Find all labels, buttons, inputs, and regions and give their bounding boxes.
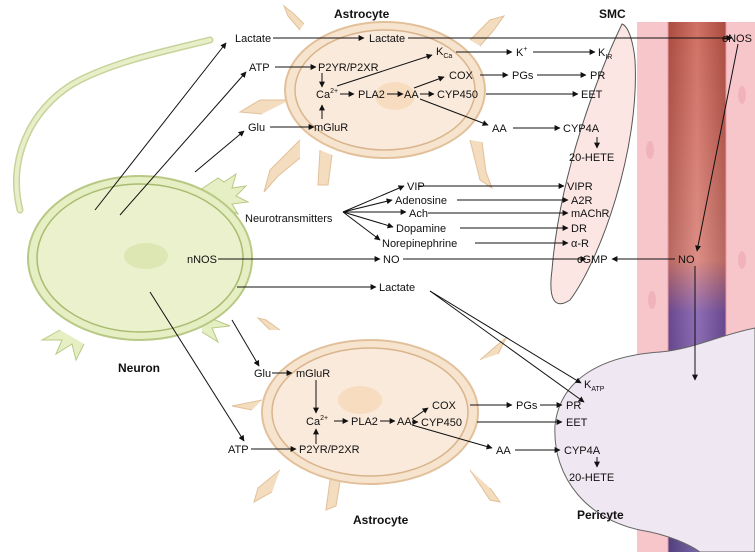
smc-cyp4a-label: CYP4A (563, 123, 600, 135)
astro-bottom-aa-label: AA (397, 416, 412, 428)
smc-pgs-label: PGs (512, 70, 534, 82)
astro-top-mglur-label: mGluR (314, 122, 348, 134)
norepinephrine-label: Norepinephrine (382, 238, 457, 250)
neuron-glu-label: Glu (248, 122, 265, 134)
enos-label: eNOS (722, 33, 752, 45)
neuron-cell (12, 36, 253, 362)
lactate-bottom-label: Lactate (379, 282, 415, 294)
astro-bottom-cyp450-label: CYP450 (421, 417, 462, 429)
smc-vipr-label: VIPR (567, 181, 593, 193)
smc-title: SMC (599, 7, 626, 21)
smc-kir-label: KIR (598, 47, 612, 61)
astro-bottom-p2yr-label: P2YR/P2XR (299, 444, 360, 456)
smc-dr-label: DR (571, 223, 587, 235)
astro-top-lactate-label: Lactate (369, 33, 405, 45)
astro-bottom-pla2-label: PLA2 (351, 416, 378, 428)
pericyte-eet-label: EET (566, 417, 588, 429)
astro-top-ca-label: Ca2+ (316, 88, 338, 101)
vip-label: VIP (407, 181, 425, 193)
astro-bottom-mglur-label: mGluR (296, 368, 330, 380)
neuron-title: Neuron (118, 361, 160, 375)
ach-label: Ach (409, 208, 428, 220)
astro-bottom-ca-label: Ca2+ (306, 415, 328, 428)
astro-bottom-cox-label: COX (432, 400, 457, 412)
pericyte-katp-label: KATP (584, 379, 605, 393)
smc-eet-label: EET (581, 89, 603, 101)
dopamine-label: Dopamine (396, 223, 446, 235)
astro-top-cyp450-label: CYP450 (437, 89, 478, 101)
adenosine-label: Adenosine (395, 195, 447, 207)
smc-hete-label: 20-HETE (569, 152, 614, 164)
pericyte-pgs-label: PGs (516, 400, 538, 412)
pericyte-title: Pericyte (577, 508, 624, 522)
pericyte-cell (554, 327, 755, 552)
nnos-label: nNOS (187, 254, 217, 266)
smc-pr-label: PR (590, 70, 605, 82)
astro-top-aa-out-label: AA (492, 123, 507, 135)
pericyte-hete-label: 20-HETE (569, 472, 614, 484)
smc-kplus-label: K+ (516, 46, 527, 59)
pericyte-pr-label: PR (566, 400, 581, 412)
astrocyte-bottom-title: Astrocyte (353, 513, 409, 527)
smc-cgmp-label: cGMP (577, 254, 608, 266)
neuron-atp-label: ATP (249, 62, 270, 74)
pericyte-cyp4a-label: CYP4A (564, 445, 601, 457)
astro-top-p2yr-label: P2YR/P2XR (318, 62, 379, 74)
smc-machr-label: mAChR (571, 208, 610, 220)
astrocyte-bottom-cell (231, 317, 507, 511)
smc-ar-label: α-R (571, 238, 589, 250)
smc-cell (550, 23, 636, 305)
arrows (94, 35, 739, 468)
astro-top-kca-label: KCa (436, 46, 452, 60)
vessel-no-label: NO (678, 254, 695, 266)
no-label-mid: NO (383, 254, 400, 266)
neurotransmitters-label: Neurotransmitters (245, 213, 333, 225)
neuron-lactate-label: Lactate (235, 33, 271, 45)
neuron-atp-bottom-label: ATP (228, 444, 249, 456)
astro-bottom-aa-out-label: AA (496, 445, 511, 457)
neuron-glu-bottom-label: Glu (254, 368, 271, 380)
astro-top-cox-label: COX (449, 70, 474, 82)
astrocyte-top-title: Astrocyte (334, 7, 390, 21)
astro-top-aa-label: AA (404, 89, 419, 101)
smc-a2r-label: A2R (571, 195, 592, 207)
astrocyte-top-cell (238, 4, 506, 193)
astro-top-pla2-label: PLA2 (358, 89, 385, 101)
